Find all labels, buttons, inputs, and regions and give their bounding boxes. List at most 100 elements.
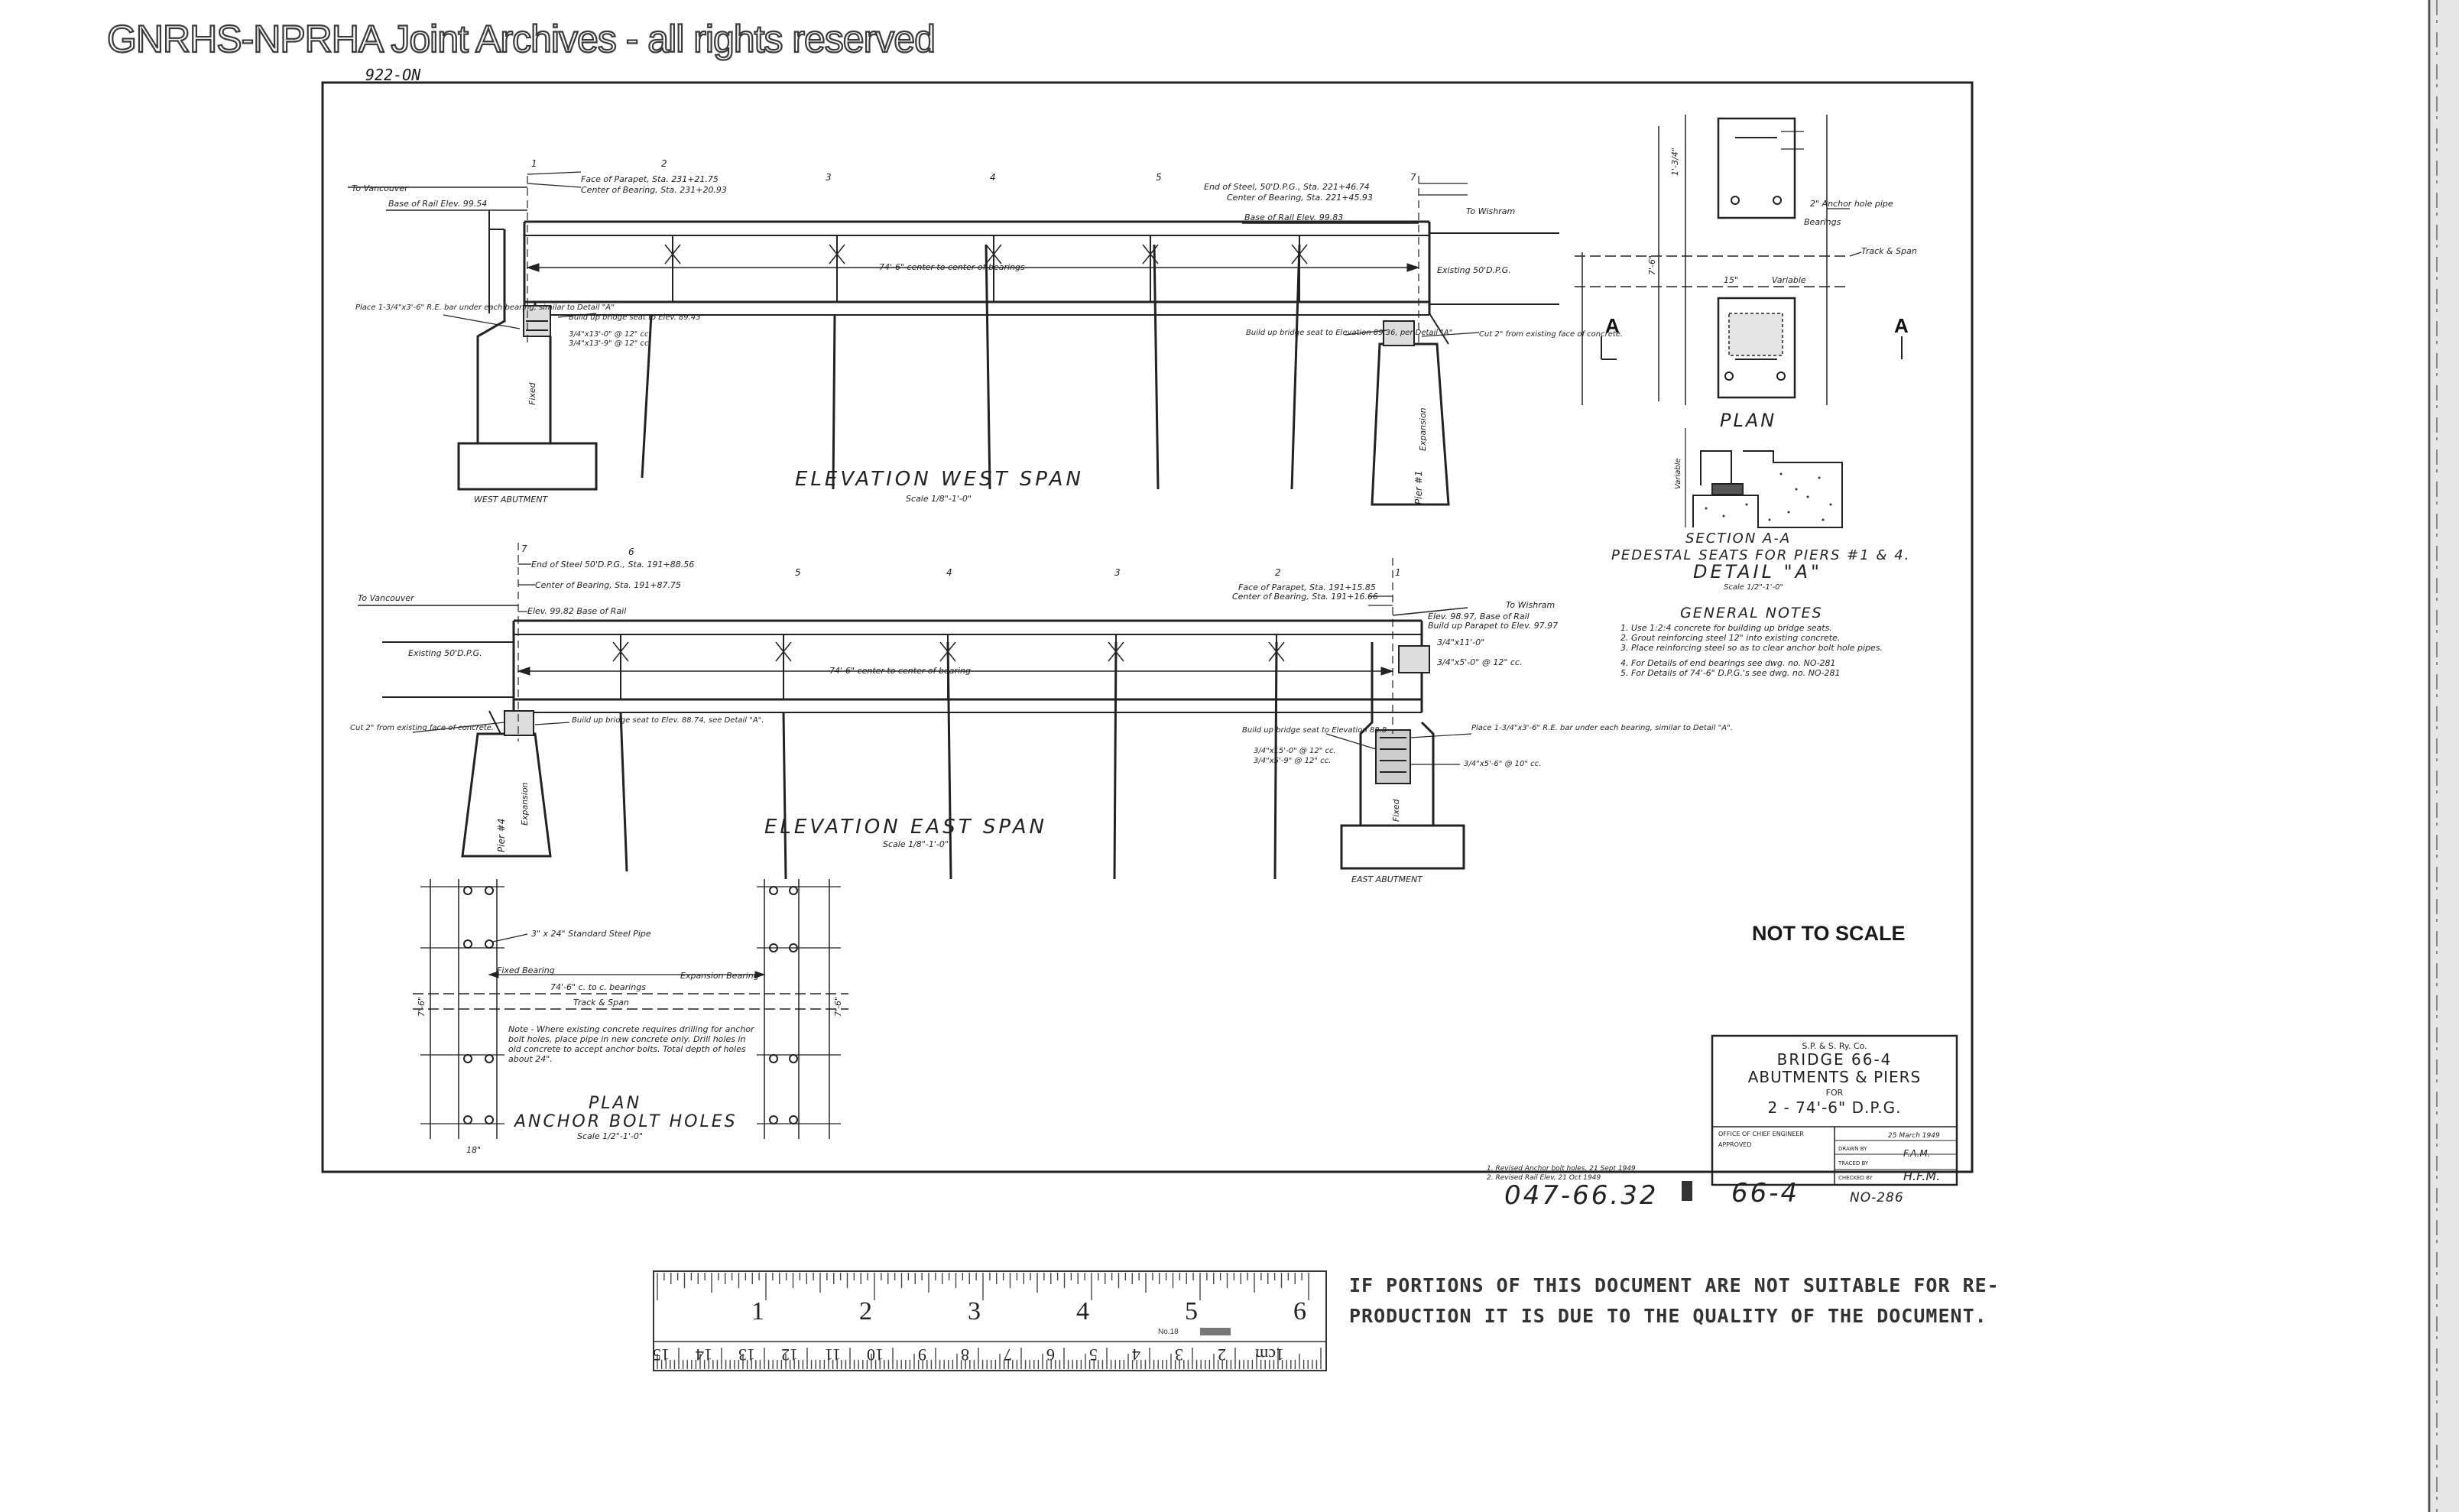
west-base-rail-left: Base of Rail Elev. 99.54	[388, 199, 487, 209]
west-build-up-right: Build up bridge seat to Elevation 89.36,…	[1246, 329, 1455, 337]
east-bar-e: 3/4"x5'-6" @ 10" cc.	[1464, 760, 1541, 768]
west-bar-2: 3/4"x13'-9" @ 12" cc.	[569, 339, 651, 348]
anchor-dim-bottom: 18"	[466, 1145, 481, 1155]
svg-text:2: 2	[661, 158, 667, 169]
east-elev-right: Elev. 98.97, Base of Rail	[1428, 612, 1530, 621]
top-reference: 922-ON	[365, 66, 421, 84]
sheet-border	[321, 81, 1974, 1173]
anchor-plan-title: PLAN	[589, 1094, 641, 1113]
plan-dim-top: 1'-3/4"	[1670, 148, 1680, 176]
svg-text:3: 3	[826, 172, 832, 183]
anchor-plan	[413, 879, 848, 1139]
anchor-pipe: 3" x 24" Standard Steel Pipe	[531, 929, 651, 939]
section-aa-subtitle: PEDESTAL SEATS FOR PIERS #1 & 4.	[1611, 547, 1910, 563]
west-existing: Existing 50'D.P.G.	[1437, 265, 1511, 275]
svg-text:2: 2	[1275, 567, 1281, 578]
section-aa	[1685, 428, 1843, 528]
general-notes-list: 1. Use 1:2:4 concrete for building up br…	[1620, 623, 1883, 678]
east-existing: Existing 50'D.P.G.	[408, 648, 482, 658]
tb-office: OFFICE OF CHIEF ENGINEER	[1718, 1131, 1804, 1137]
plan-dim-74: 7'-6"	[1647, 255, 1657, 275]
notice-line-2: PRODUCTION IT IS DUE TO THE QUALITY OF T…	[1349, 1305, 1987, 1327]
ruler-model: No.18	[1158, 1328, 1179, 1336]
svg-text:3: 3	[1114, 567, 1121, 578]
west-expansion: Expansion	[1418, 407, 1428, 451]
anchor-exp-bearing: Expansion Bearing	[680, 971, 759, 981]
east-end-steel: End of Steel 50'D.P.G., Sta. 191+88.56	[531, 560, 694, 569]
west-span-scale: Scale 1/8"-1'-0"	[906, 494, 972, 504]
bridge-number: 66-4	[1731, 1178, 1799, 1209]
west-cut-note: Cut 2" from existing face of concrete.	[1479, 330, 1623, 339]
svg-text:3: 3	[968, 1297, 981, 1325]
reproduction-notice: IF PORTIONS OF THIS DOCUMENT ARE NOT SUI…	[1349, 1270, 2000, 1332]
west-to-left: To Vancouver	[352, 183, 409, 193]
general-note-2: 2. Grout reinforcing steel 12" into exis…	[1620, 633, 1840, 643]
tb-line1: BRIDGE 66-4	[1777, 1050, 1893, 1069]
west-span-elevation	[348, 171, 1559, 506]
east-span-scale: Scale 1/8"-1'-0"	[883, 839, 949, 849]
anchor-note: Note - Where existing concrete requires …	[508, 1024, 754, 1064]
svg-text:7: 7	[1410, 172, 1416, 183]
anchor-plan-scale: Scale 1/2"-1'-0"	[577, 1131, 643, 1141]
svg-text:6: 6	[1293, 1297, 1306, 1325]
svg-text:4: 4	[990, 172, 996, 183]
stamp-mark	[1682, 1181, 1692, 1201]
east-bearing-right: Center of Bearing, Sta. 191+16.66	[1232, 592, 1378, 602]
detail-a-scale: Scale 1/2"-1'-0"	[1724, 583, 1783, 592]
revision-note-2: 2. Revised Rail Elev, 21 Oct 1949	[1487, 1174, 1601, 1182]
east-build-up-right: Build up bridge seat to Elevation 88.8	[1242, 726, 1387, 735]
svg-text:5: 5	[795, 567, 801, 578]
section-aa-title: SECTION A-A	[1685, 530, 1791, 547]
tb-initials1: F.A.M.	[1903, 1148, 1931, 1159]
tb-drawn: DRAWN BY	[1838, 1146, 1867, 1152]
tb-line2: ABUTMENTS & PIERS	[1748, 1068, 1922, 1086]
plan-detail-labels: 2" Anchor hole pipe Bearings Track & Spa…	[1647, 148, 1917, 285]
anchor-span: 74'-6" c. to c. bearings	[550, 982, 646, 992]
tb-traced: TRACED BY	[1838, 1160, 1869, 1166]
west-span-labels: To Vancouver To Wishram Base of Rail Ele…	[352, 174, 1623, 505]
general-note-4: 4. For Details of end bearings see dwg. …	[1620, 658, 1836, 668]
ruler-inch-labels: 1 2 3 4 5 6	[751, 1297, 1306, 1325]
general-note-3: 3. Place reinforcing steel so as to clea…	[1620, 643, 1883, 653]
east-span-dim: 74'-6" center to center of bearing	[829, 666, 971, 676]
svg-text:2: 2	[859, 1297, 872, 1325]
plan-bearings: Bearings	[1804, 217, 1841, 227]
scan-edge	[2428, 0, 2459, 1512]
west-bearing-right: Center of Bearing, Sta. 221+45.93	[1227, 193, 1373, 203]
svg-text:5: 5	[1185, 1297, 1198, 1325]
west-end-steel: End of Steel, 50'D.P.G., Sta. 221+46.74	[1204, 182, 1370, 192]
svg-text:4: 4	[1132, 1345, 1140, 1364]
svg-text:3: 3	[1175, 1345, 1183, 1364]
svg-text:11: 11	[825, 1345, 841, 1364]
svg-text:7: 7	[521, 543, 527, 554]
tb-line4: 2 - 74'-6" D.P.G.	[1767, 1098, 1901, 1117]
svg-text:5: 5	[1156, 172, 1162, 183]
svg-text:15: 15	[653, 1345, 670, 1364]
east-parapet: Face of Parapet, Sta. 191+15.85	[1238, 582, 1376, 592]
west-pier-label: Pier #1	[1413, 471, 1424, 505]
west-span-dim: 74'-6" center to center of bearings	[879, 262, 1025, 272]
plan-detail-title: PLAN	[1720, 410, 1776, 431]
plan-anchor-pipe: 2" Anchor hole pipe	[1810, 199, 1893, 209]
tb-approved: APPROVED	[1718, 1141, 1752, 1148]
anchor-dim-right: 7'-6"	[833, 997, 843, 1017]
svg-text:4: 4	[1076, 1297, 1089, 1325]
archive-watermark: GNRHS-NPRHA Joint Archives - all rights …	[106, 17, 936, 61]
plan-variable: Variable	[1772, 275, 1806, 285]
dwg-ref: 047-66.32	[1504, 1180, 1659, 1211]
east-panel-numbers: 7 6 5 4 3 2 1	[521, 543, 1401, 578]
west-span-title: ELEVATION WEST SPAN	[795, 468, 1084, 491]
anchor-track: Track & Span	[573, 998, 629, 1007]
revision-note-1: 1. Revised Anchor bolt holes, 21 Sept 19…	[1487, 1165, 1636, 1173]
plan-detail	[1575, 115, 1903, 405]
east-span-elevation	[358, 543, 1472, 880]
east-bearing-left: Center of Bearing, Sta. 191+87.75	[535, 580, 681, 590]
west-bar-1: 3/4"x13'-0" @ 12" cc.	[569, 330, 651, 339]
east-build-up-left: Build up bridge seat to Elev. 88.74, see…	[572, 716, 764, 725]
east-to-right: To Wishram	[1506, 600, 1555, 610]
east-fixed: Fixed	[1391, 798, 1401, 822]
svg-text:6: 6	[1046, 1345, 1055, 1364]
notice-line-1: IF PORTIONS OF THIS DOCUMENT ARE NOT SUI…	[1349, 1274, 2000, 1296]
not-to-scale-label: NOT TO SCALE	[1752, 922, 1906, 945]
